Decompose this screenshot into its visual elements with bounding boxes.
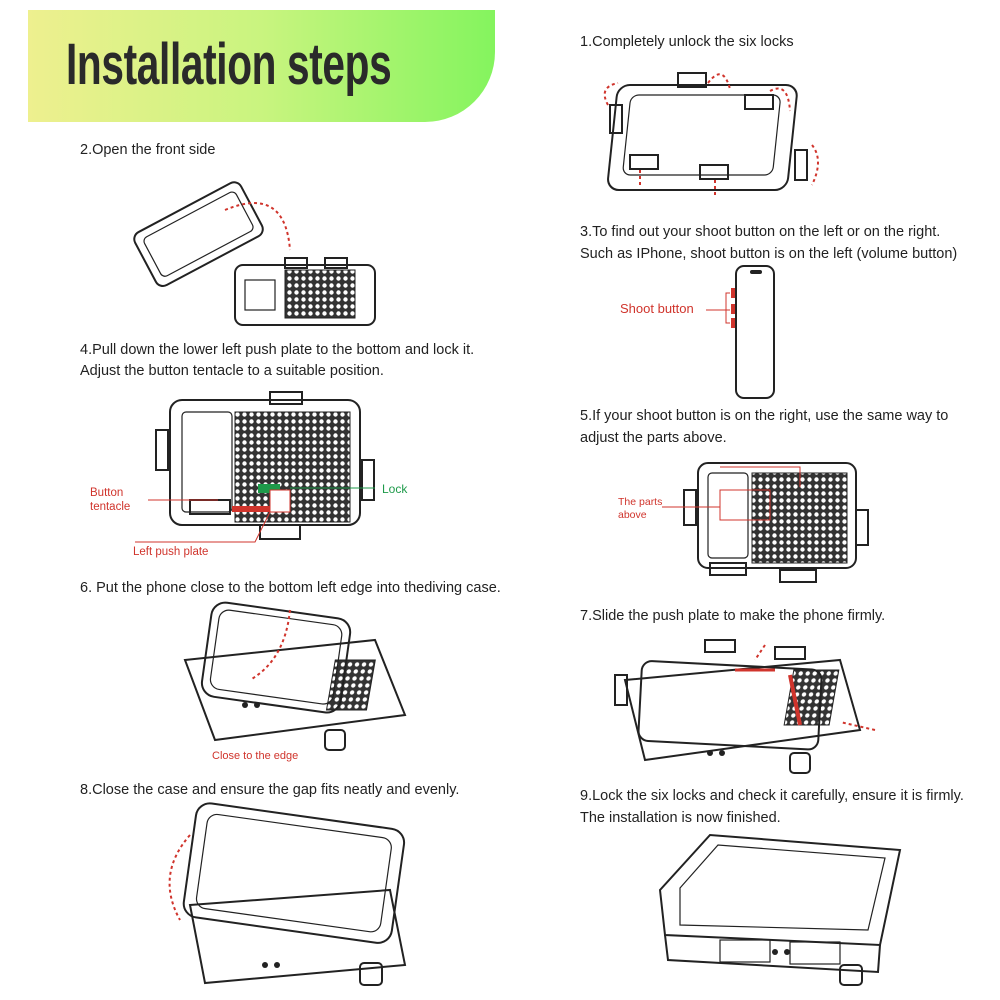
step-5-text: 5.If your shoot button is on the right, … (580, 408, 949, 424)
step-1-case-illustration (603, 72, 819, 198)
step-7-push-plate-illustration (614, 639, 876, 774)
step-2-text: 2.Open the front side (80, 142, 216, 158)
step-3-text: 3.To find out your shoot button on the l… (580, 224, 941, 240)
step-5-text-2: adjust the parts above. (580, 430, 727, 446)
button-tentacle-label-line-1: Button (90, 487, 124, 499)
left-push-plate-label: Left push plate (133, 546, 209, 558)
step-6-text: 6. Put the phone close to the bottom lef… (80, 580, 501, 596)
step-2-open-case-illustration (133, 181, 376, 326)
title-banner: Installation steps (28, 10, 495, 122)
step-3-phone-illustration (706, 265, 775, 399)
button-tentacle-label-line-2: tentacle (90, 501, 131, 513)
step-4-text: 4.Pull down the lower left push plate to… (80, 342, 475, 358)
parts-above-label-line-1: The parts (618, 496, 663, 508)
step-5-case-illustration (662, 462, 869, 583)
step-6-phone-into-case-illustration (183, 601, 407, 751)
step-4-case-illustration (155, 391, 375, 540)
step-8-close-case-illustration (168, 802, 407, 986)
step-9-text: 9.Lock the six locks and check it carefu… (580, 788, 964, 804)
step-4-text-2: Adjust the button tentacle to a suitable… (80, 363, 384, 379)
parts-above-label-line-2: above (618, 509, 647, 521)
step-3-text-2: Such as IPhone, shoot button is on the l… (580, 246, 958, 262)
step-8-text: 8.Close the case and ensure the gap fits… (80, 782, 460, 798)
page-title: Installation steps (66, 32, 392, 97)
close-to-edge-label: Close to the edge (212, 750, 299, 762)
lock-label: Lock (382, 482, 408, 496)
button-tentacle-label: Button tentacle (90, 486, 130, 514)
shoot-button-label: Shoot button (620, 301, 694, 316)
step-7-text: 7.Slide the push plate to make the phone… (580, 608, 886, 624)
step-1-text: 1.Completely unlock the six locks (580, 34, 794, 50)
step-9-text-2: The installation is now finished. (580, 810, 781, 826)
step-9-closed-case-illustration (658, 833, 902, 986)
